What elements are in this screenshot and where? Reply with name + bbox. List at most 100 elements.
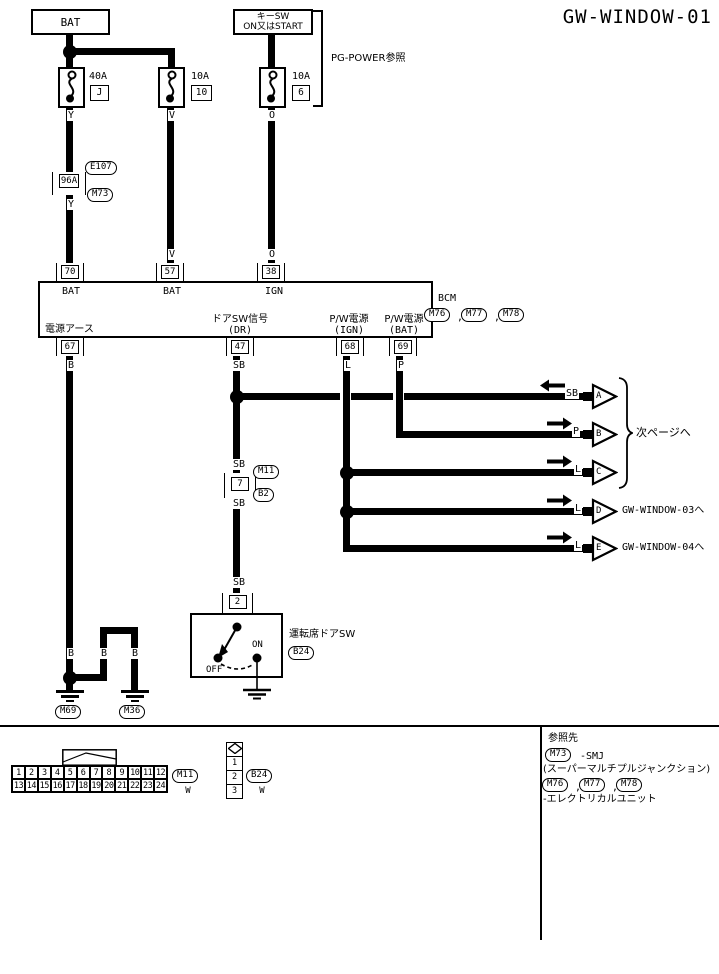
smj-pin-number: 96A — [58, 174, 80, 188]
ground-icon — [56, 690, 84, 702]
wire-color-label: L — [343, 360, 353, 371]
wire-gnd-branch-top — [100, 627, 138, 634]
arrow-right-icon — [547, 531, 572, 544]
key-switch-line2: ON又はSTART — [243, 22, 303, 32]
electrical-unit-note: -エレクトリカルユニット — [543, 794, 657, 805]
switch-off-label: OFF — [206, 665, 223, 675]
ground-ref-m36: M36 — [119, 705, 146, 719]
pin-cell: 15 — [37, 779, 51, 792]
fuse3-id-box: 6 — [292, 85, 310, 101]
pin-cell: 8 — [102, 766, 116, 779]
wire-b-ground — [66, 356, 73, 690]
arrow-right-icon — [547, 417, 572, 430]
wire-o — [268, 108, 275, 265]
connector-ref-m73: M73 — [545, 748, 572, 762]
wire-v — [167, 108, 174, 265]
to-gw-window-04-label: GW-WINDOW-04へ — [622, 542, 705, 553]
wire-l — [343, 356, 350, 552]
bcm-pin-label-ground: 電源アース — [45, 324, 94, 335]
pin-cell: 3 — [231, 786, 238, 796]
pin-cell: 9 — [115, 766, 129, 779]
fuse-icon — [58, 67, 85, 108]
connector-ref-b2: B2 — [253, 488, 274, 502]
connector-ref-m77: M77 — [579, 778, 606, 792]
pin-number: 7 — [231, 477, 249, 491]
fuse-icon — [259, 67, 286, 108]
wire-color-label: L — [574, 464, 583, 475]
wire-color-label: O — [267, 249, 277, 260]
pin-number: 47 — [231, 340, 249, 354]
wire-color-label: B — [99, 648, 109, 659]
switch-pin-2: 2 — [222, 593, 253, 614]
wire-sb-lower — [233, 495, 240, 597]
pin-cell: 23 — [141, 779, 155, 792]
wire-color-label: P — [396, 360, 406, 371]
door-switch-name: 運転席ドアSW — [289, 629, 356, 640]
offpage-connector-d: D — [591, 498, 619, 525]
pin-number: 67 — [61, 340, 79, 354]
pin-cell: 24 — [154, 779, 167, 792]
pin-cell: 7 — [89, 766, 103, 779]
keying-cell — [226, 742, 243, 757]
diamond-icon — [226, 742, 243, 755]
offpage-letter: C — [596, 467, 602, 477]
key-switch-box: キーSW ON又はSTART — [233, 9, 313, 35]
bracket-tick-top — [313, 10, 321, 12]
pin-number: 57 — [161, 265, 179, 279]
wire-stub — [583, 544, 592, 553]
bcm-box — [38, 281, 433, 338]
connector-face-m11: 1 2 3 4 5 6 7 8 9 10 11 12 13 14 15 16 1… — [11, 765, 168, 793]
connector-ref-m77: M77 — [461, 308, 488, 322]
wire-color-label: B — [66, 360, 76, 371]
connector-ref-m76: M76 — [424, 308, 451, 322]
offpage-letter: D — [596, 506, 602, 516]
wire-stub — [583, 392, 592, 401]
bcm-pin-label-doorsw: ドアSW信号 — [211, 314, 269, 325]
smj-note: -SMJ — [580, 751, 605, 762]
wire-bat-branch-v — [168, 48, 175, 67]
page-title: GW-WINDOW-01 — [562, 6, 712, 28]
wire-color-label: P — [572, 426, 581, 437]
pin-cell: 17 — [63, 779, 77, 792]
pin-cell: 12 — [154, 766, 167, 779]
wire-sb-upper — [233, 356, 240, 477]
fuse3-rating: 10A — [292, 71, 311, 82]
wire-color-label: Y — [66, 199, 76, 210]
battery-box: BAT — [31, 9, 110, 35]
battery-label: BAT — [60, 16, 81, 29]
wire-row-a-seg1 — [237, 393, 340, 400]
pin-cell: 1 — [227, 757, 242, 771]
bcm-pin-47: 47 — [226, 338, 254, 356]
pin-cell: 20 — [102, 779, 116, 792]
fuse1-id-box: J — [90, 85, 109, 101]
wire-color-label: B — [130, 648, 140, 659]
wire-color-label: O — [267, 110, 277, 121]
pin-number: 69 — [394, 340, 412, 354]
connector-tab-icon — [62, 749, 117, 766]
connector-ref-b24: B24 — [246, 769, 273, 783]
fuse-icon — [158, 67, 185, 108]
connector-ref-m76: M76 — [542, 778, 569, 792]
offpage-connector-e: E — [591, 535, 619, 562]
wire-y-upper — [66, 108, 73, 177]
wire-row-b — [396, 431, 588, 438]
connector-ref-m78: M78 — [498, 308, 525, 322]
wire-color-label: V — [167, 249, 177, 260]
junction-dot — [340, 466, 354, 480]
offpage-connector-b: B — [591, 421, 619, 448]
wire-color-label: SB — [231, 459, 247, 470]
wire-color-label: SB — [231, 577, 247, 588]
bcm-pin-57: 57 — [156, 263, 184, 281]
bcm-pin-67: 67 — [56, 338, 84, 356]
arrow-right-icon — [547, 455, 572, 468]
ground-ref-m69: M69 — [55, 705, 82, 719]
connector-color: W — [259, 786, 265, 796]
pin-cell: 14 — [24, 779, 38, 792]
bcm-pin-sublabel-dr: (DR) — [227, 325, 253, 336]
wire-color-label: L — [574, 540, 583, 551]
footer-divider — [540, 725, 542, 940]
offpage-letter: A — [596, 391, 602, 401]
smj-connector-96a: 96A — [52, 172, 86, 195]
bcm-pin-label-pw-ign: P/W電源 — [329, 314, 369, 325]
